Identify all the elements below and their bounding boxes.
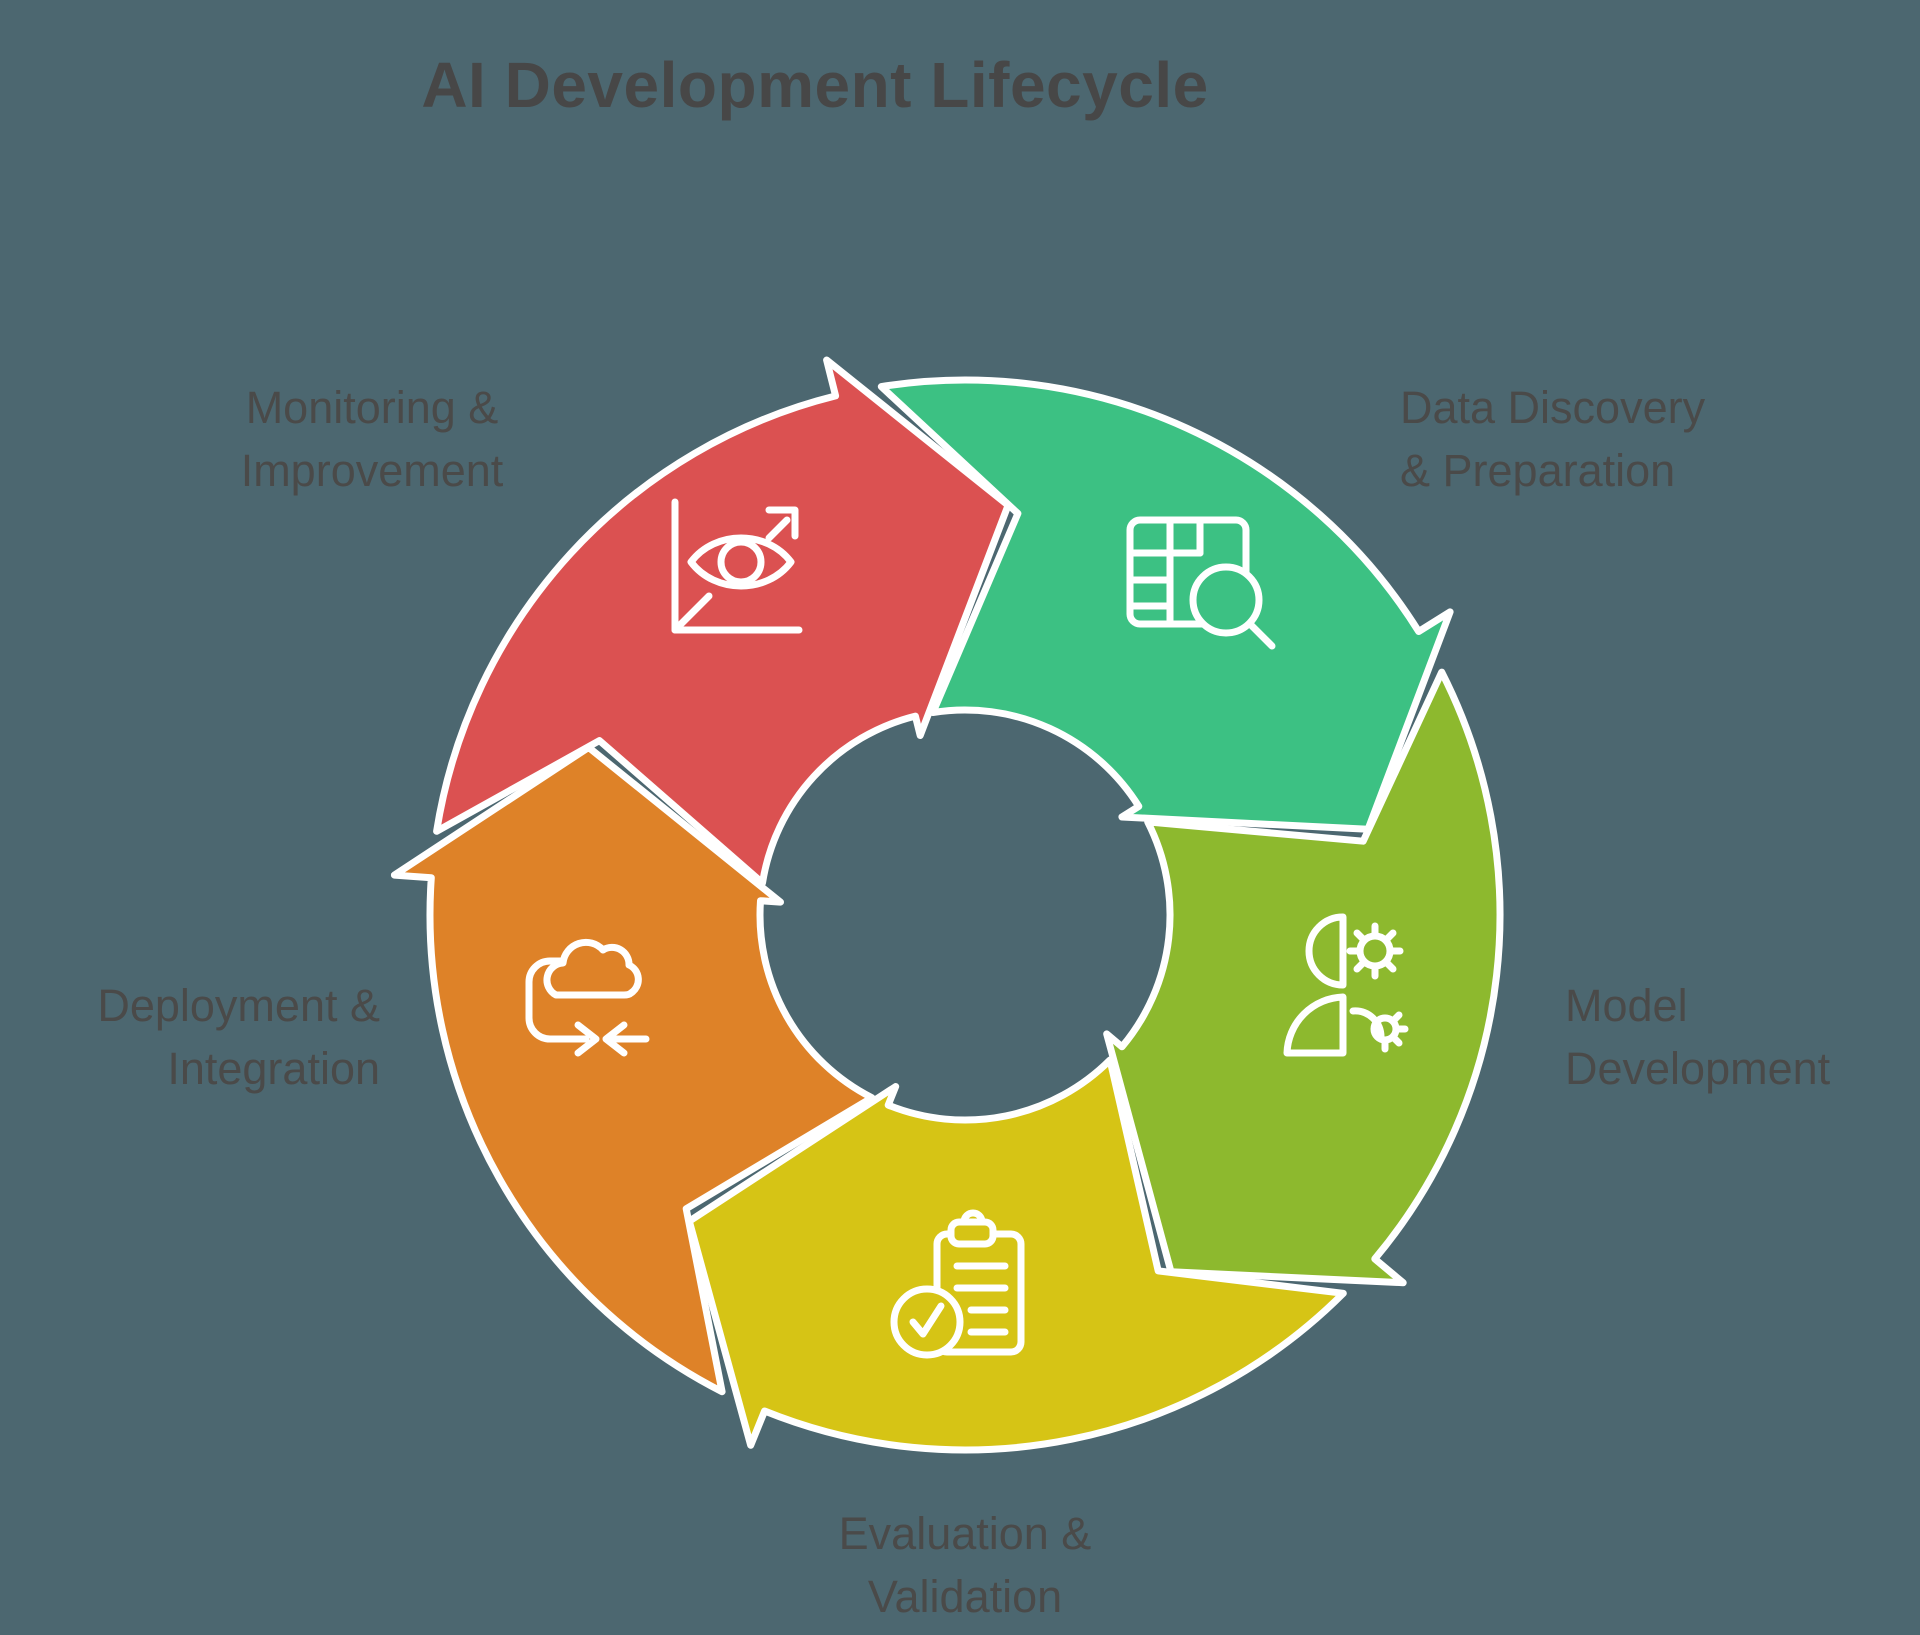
- label-line: Evaluation &: [838, 1508, 1092, 1559]
- clipboard-check-icon: [890, 1209, 1025, 1359]
- label-model-development: Model Development: [1565, 974, 1920, 1100]
- cycle-arrows: [390, 356, 1504, 1454]
- label-line: Improvement: [240, 445, 504, 496]
- person-gears-icon: [1283, 913, 1409, 1057]
- label-line: Monitoring &: [245, 382, 499, 433]
- segment-arrow-monitoring-improvement: [433, 356, 1012, 887]
- cloud-sync-icon: [525, 938, 650, 1057]
- label-line: Data Discovery: [1400, 382, 1706, 433]
- label-line: & Preparation: [1400, 445, 1676, 496]
- label-line: Validation: [867, 1571, 1063, 1622]
- label-line: Deployment &: [97, 980, 380, 1031]
- label-line: Model: [1565, 980, 1688, 1031]
- label-line: Integration: [167, 1043, 380, 1094]
- chart-eye-icon: [671, 498, 803, 634]
- label-monitoring-improvement: Monitoring & Improvement: [112, 376, 632, 502]
- table-search-icon: [1126, 516, 1276, 650]
- segment-arrow-evaluation-validation: [685, 1056, 1347, 1454]
- label-data-discovery: Data Discovery & Preparation: [1400, 376, 1870, 502]
- segment-arrow-deployment-integration: [390, 743, 876, 1396]
- label-evaluation-validation: Evaluation & Validation: [715, 1502, 1215, 1628]
- segment-arrow-model-development: [1103, 668, 1504, 1287]
- label-deployment-integration: Deployment & Integration: [0, 974, 380, 1100]
- page-title: AI Development Lifecycle: [421, 49, 1209, 121]
- label-line: Development: [1565, 1043, 1831, 1094]
